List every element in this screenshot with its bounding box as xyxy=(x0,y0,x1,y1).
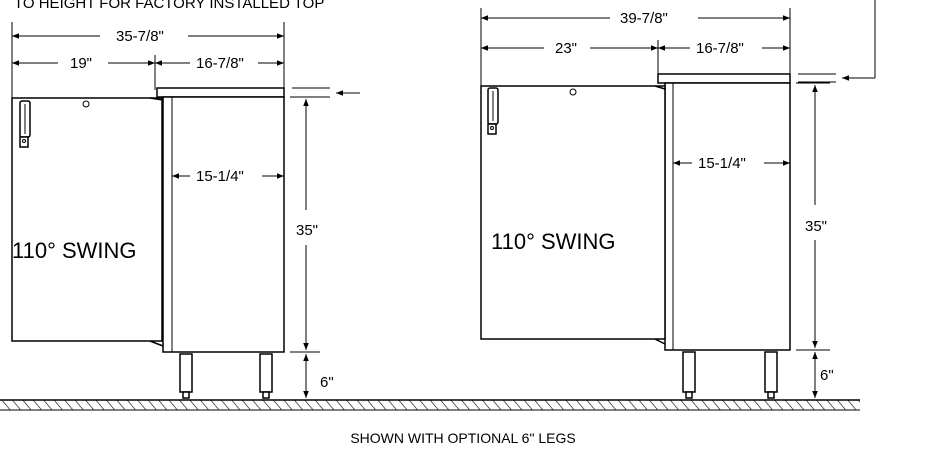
right-door-lock-icon xyxy=(569,88,577,96)
right-door-panel xyxy=(480,85,666,340)
left-leg-back xyxy=(259,353,273,393)
left-door-panel xyxy=(11,97,163,342)
right-overall-width-label: 39-7/8" xyxy=(620,10,668,27)
caption: SHOWN WITH OPTIONAL 6" LEGS xyxy=(350,430,575,446)
left-inner-depth-label: 15-1/4" xyxy=(196,168,244,185)
left-door-lock-icon xyxy=(82,100,90,108)
left-depth-label: 16-7/8" xyxy=(196,55,244,72)
right-leg-front xyxy=(682,351,696,393)
floor-hatch xyxy=(0,400,860,410)
left-swing-label: 110° SWING xyxy=(12,238,137,263)
left-height-label: 35" xyxy=(296,222,318,239)
right-leg-back xyxy=(764,351,778,393)
left-leg-front xyxy=(179,353,193,393)
right-height-label: 35" xyxy=(805,218,827,235)
left-leg-height-label: 6" xyxy=(320,374,334,391)
left-overall-width-label: 35-7/8" xyxy=(116,28,164,45)
right-cabinet-body xyxy=(664,82,791,351)
left-unit: 35-7/8" 19" 16-7/8" 110° SWING 15-1/4" xyxy=(11,22,360,399)
right-cabinet-top xyxy=(657,73,791,84)
right-depth-label: 16-7/8" xyxy=(696,40,744,57)
right-inner-depth-label: 15-1/4" xyxy=(698,155,746,172)
header-note: TO HEIGHT FOR FACTORY INSTALLED TOP xyxy=(14,0,324,12)
left-cabinet-body xyxy=(162,96,285,353)
right-door-width-label: 23" xyxy=(555,40,577,57)
right-swing-label: 110° SWING xyxy=(491,229,616,254)
right-leg-height-label: 6" xyxy=(820,367,834,384)
floor xyxy=(0,399,860,411)
left-cabinet-top xyxy=(156,87,285,98)
left-door-width-label: 19" xyxy=(70,55,92,72)
right-unit: 39-7/8" 23" 16-7/8" 110° SWING 15-1/4 xyxy=(480,0,876,399)
